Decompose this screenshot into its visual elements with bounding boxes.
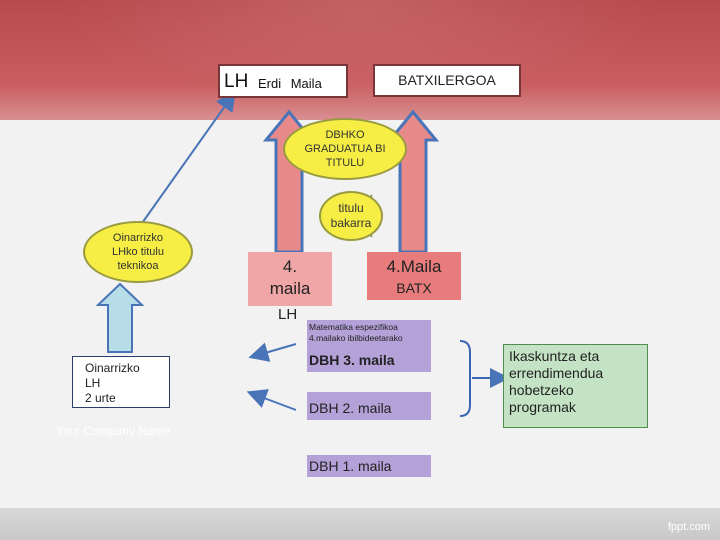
arrow-dbh2-left (246, 389, 297, 411)
dbh-3-maila-box: DBH 3. maila (307, 346, 431, 372)
dbh-1-maila-box: DBH 1. maila (307, 455, 431, 477)
company-watermark: Your Company Name (56, 424, 171, 438)
batx-4-maila-box: 4.Maila BATX (367, 252, 461, 300)
titulu-line-1: titulu (338, 201, 364, 215)
oinarrizko-line-2: LHko titulu (112, 246, 164, 258)
ikaskuntza-line-3: hobetzeko (509, 382, 574, 398)
oinarrizko-line-3: teknikoa (117, 260, 159, 272)
lh-erdi-maila-box: LH Erdi Maila (218, 64, 348, 98)
arrow-oinarrizko-to-lh (139, 90, 236, 227)
ikaskuntza-line-1: Ikaskuntza eta (509, 348, 600, 364)
arrow-oinarrizko-lh-up (95, 282, 145, 353)
batxilergoa-box: BATXILERGOA (373, 64, 521, 97)
ikaskuntza-line-2: errendimendua (509, 365, 604, 381)
lh-4-maila-line-1: 4. (282, 257, 298, 276)
graduatua-line-2: GRADUATUA BI (304, 143, 386, 155)
batx-4-maila-line-1: 4.Maila (386, 257, 442, 276)
oinarrizko-lh-line-2: LH (85, 376, 101, 390)
oinarrizko-lh-line-1: Oinarrizko (85, 361, 140, 375)
matematika-espezifikoa-box: Matematika espezifikoa 4.mailako ibilbid… (307, 320, 431, 348)
dbhko-graduatua-ellipse: DBHKO GRADUATUA BI TITULU (283, 118, 407, 180)
ikaskuntza-programak-box: Ikaskuntza eta errendimendua hobetzeko p… (503, 344, 648, 428)
ikaskuntza-line-4: programak (509, 399, 576, 415)
erdi-maila-label: Erdi Maila (258, 76, 322, 91)
dbh-2-maila-box: DBH 2. maila (307, 392, 431, 420)
batx-4-maila-line-2: BATX (396, 280, 432, 296)
graduatua-line-1: DBHKO (325, 129, 365, 141)
matematika-line-2: 4.mailako ibilbideetarako (309, 333, 403, 343)
lh-4-maila-line-2: maila (269, 279, 311, 298)
slide-footer: fppt.com (0, 508, 720, 540)
lh-label: LH (224, 71, 249, 92)
matematika-line-1: Matematika espezifikoa (309, 322, 398, 332)
graduatua-line-3: TITULU (325, 157, 365, 169)
banner-shade (0, 0, 720, 120)
lh-4-maila-below-label: LH (278, 306, 298, 323)
oinarrizko-lh-2-urte-box: Oinarrizko LH 2 urte (72, 356, 170, 408)
bracket-dbh-ikaskuntza (459, 340, 471, 417)
oinarrizko-line-1: Oinarrizko (112, 232, 164, 244)
oinarrizko-lh-line-3: 2 urte (85, 391, 116, 405)
footer-logo: fppt.com (667, 521, 710, 533)
titulu-bakarra-ellipse: titulu bakarra (319, 191, 383, 241)
lh-4-maila-box: 4. maila (248, 252, 332, 306)
arrow-dbh3-left (248, 342, 297, 362)
oinarrizko-lhko-titulu-ellipse: Oinarrizko LHko titulu teknikoa (83, 221, 193, 283)
titulu-line-2: bakarra (330, 216, 372, 230)
title-banner (0, 0, 720, 120)
